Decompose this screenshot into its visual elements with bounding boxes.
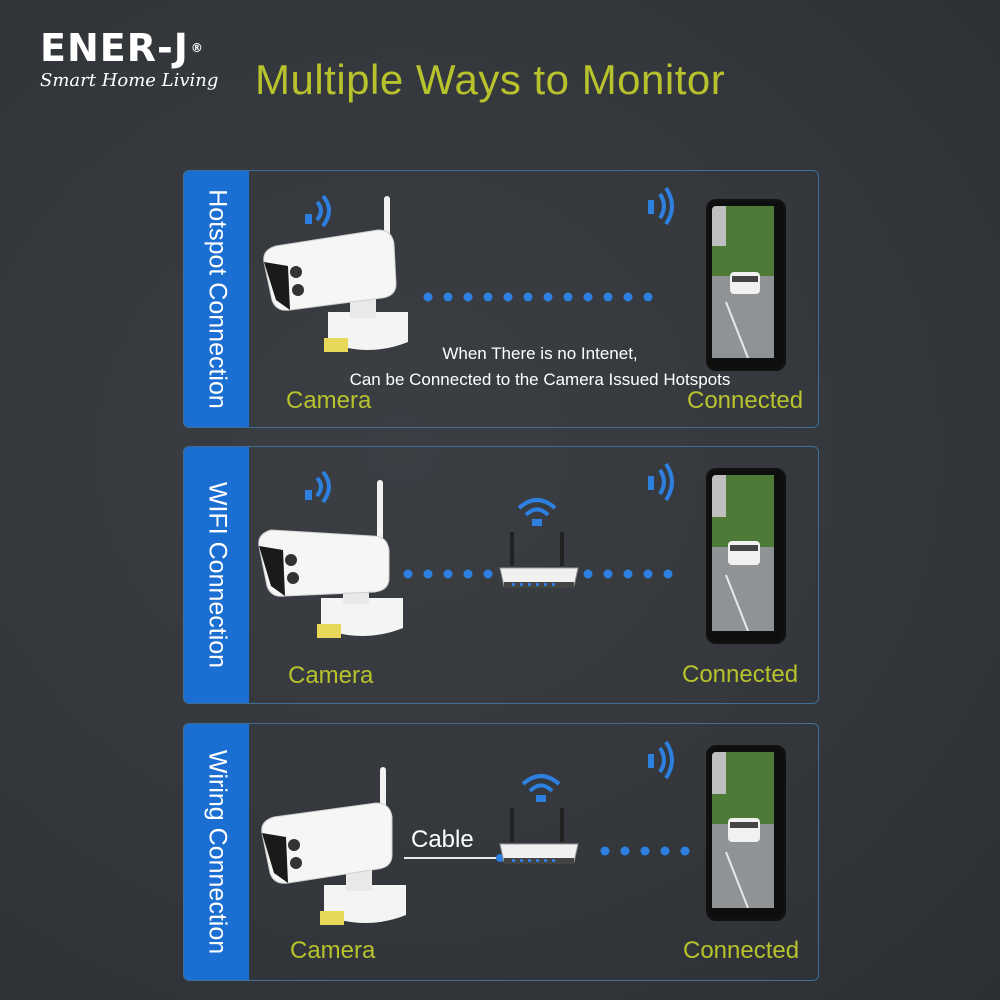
camera-label: Camera: [286, 387, 372, 414]
hotspot-connection-tab: Hotspot Connection: [184, 171, 249, 427]
connected-label: Connected: [683, 937, 800, 964]
wifi-signal-icon: [305, 194, 331, 228]
wiring-connection-tab: Wiring Connection: [184, 724, 249, 980]
security-camera-icon: [263, 196, 408, 352]
smartphone-icon: [706, 468, 786, 644]
hotspot-connection-panel: Hotspot Connection: [183, 170, 819, 428]
brand-logo: ENER-J® Smart Home Living: [40, 28, 260, 98]
wiring-connection-panel: Wiring Connection: [183, 723, 819, 981]
security-camera-icon: [258, 480, 403, 638]
smartphone-icon: [706, 745, 786, 921]
connection-dots: [600, 846, 690, 856]
wifi-signal-icon: [648, 740, 674, 780]
brand-name: ENER-J: [40, 26, 189, 70]
wifi-signal-icon: [305, 470, 331, 504]
wifi-signal-icon: [648, 186, 674, 226]
brand-tagline: Smart Home Living: [40, 70, 219, 91]
wifi-signal-icon: [648, 462, 674, 502]
security-camera-icon: [261, 767, 406, 925]
wifi-signal-icon: [517, 498, 557, 526]
hotspot-note: When There is no Intenet, Can be Connect…: [300, 341, 780, 393]
connection-dots: [583, 569, 673, 579]
cable-label: Cable: [411, 826, 474, 853]
connection-dots: [423, 292, 653, 302]
page-title: Multiple Ways to Monitor: [255, 56, 726, 103]
connected-label: Connected: [687, 387, 804, 414]
connected-label: Connected: [682, 661, 799, 688]
wifi-connection-panel: WIFI Connection: [183, 446, 819, 704]
wifi-signal-icon: [521, 774, 561, 802]
hotspot-note-line2: Can be Connected to the Camera Issued Ho…: [349, 370, 731, 389]
smartphone-icon: [706, 199, 786, 371]
wifi-connection-tab: WIFI Connection: [184, 447, 249, 703]
router-icon: [499, 532, 579, 588]
registered-mark: ®: [190, 41, 204, 55]
router-icon: [499, 808, 579, 864]
hotspot-note-line1: When There is no Intenet,: [442, 344, 638, 363]
connection-dots: [403, 569, 493, 579]
camera-label: Camera: [288, 662, 374, 689]
camera-label: Camera: [290, 937, 376, 964]
cable-line: [404, 854, 504, 862]
